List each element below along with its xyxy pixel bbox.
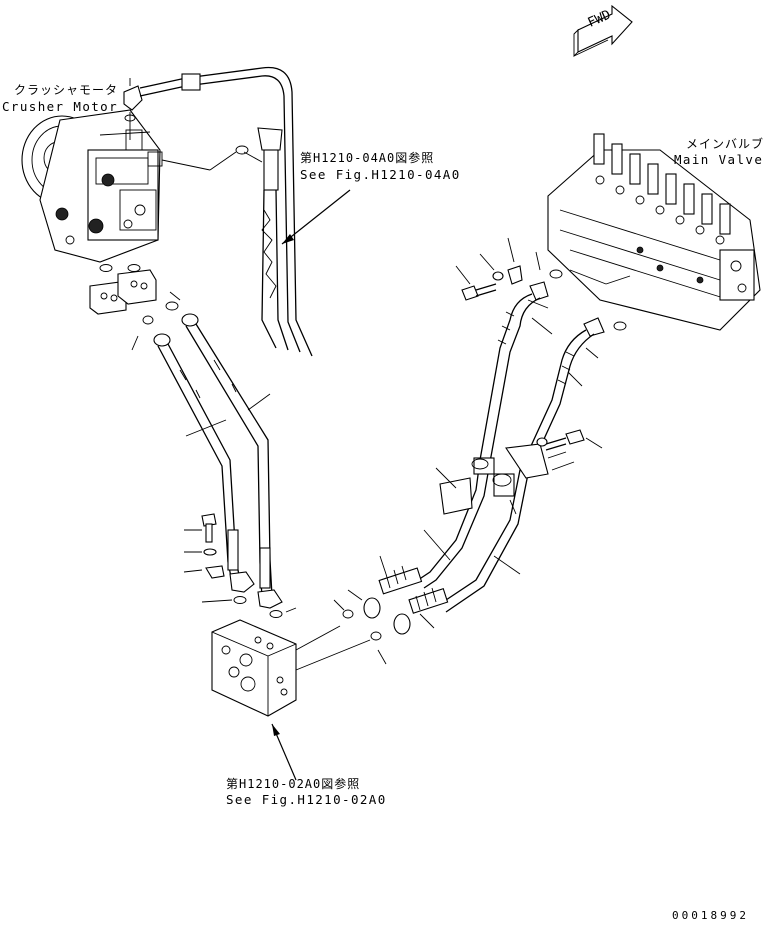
motor-blocks [89, 264, 181, 351]
crusher-motor-label-jp: クラッシャモータ [14, 83, 119, 97]
valve-fasteners [455, 237, 603, 471]
upper-hose [139, 66, 313, 357]
valve-hoses [417, 269, 627, 613]
see-fig-02a0-jp: 第H1210-02A0図参照 [226, 777, 361, 791]
main-valve-label-en: Main Valve [674, 152, 764, 167]
main-valve [547, 133, 761, 331]
main-valve-label-jp: メインバルブ [686, 137, 765, 151]
crusher-motor [21, 78, 249, 263]
see-fig-04a0-en: See Fig.H1210-04A0 [300, 167, 461, 182]
twin-hoses [153, 313, 283, 609]
leader-fig-04a0 [281, 189, 351, 245]
crusher-motor-label-en: Crusher Motor [2, 99, 119, 114]
lower-block [211, 619, 371, 717]
leader-fig-02a0 [271, 723, 297, 781]
lower-flanges [333, 555, 449, 665]
see-fig-02a0-en: See Fig.H1210-02A0 [226, 792, 387, 807]
fwd-arrow [573, 4, 633, 58]
see-fig-04a0-jp: 第H1210-04A0図参照 [300, 151, 435, 165]
drawing-number: 00018992 [672, 909, 749, 922]
leader-lines [243, 151, 599, 575]
left-fasteners [183, 513, 297, 618]
